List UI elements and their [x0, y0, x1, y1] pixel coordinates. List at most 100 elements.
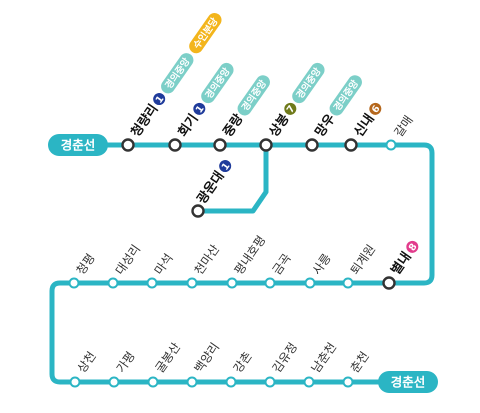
- station-label-group: 퇴계원: [348, 242, 378, 277]
- station-marker[interactable]: [108, 376, 120, 388]
- station-label-group: 평내호평: [232, 233, 269, 277]
- station-marker[interactable]: [382, 276, 396, 290]
- main-track: [49, 142, 435, 385]
- station-label-group: 신내6: [351, 101, 383, 140]
- station-marker[interactable]: [186, 376, 198, 388]
- station-marker[interactable]: [69, 376, 81, 388]
- transfer-badge-gyeongui: 경의중앙: [237, 75, 270, 116]
- line-badge-right: 경춘선: [378, 371, 438, 393]
- station-marker[interactable]: [121, 138, 135, 152]
- station-name: 김유정: [270, 340, 300, 375]
- transfer-line-1-label: 1: [154, 94, 167, 106]
- line-badge-left: 경춘선: [48, 134, 108, 156]
- station-label-group: 상천: [74, 349, 99, 376]
- station-label-group: 굴봉산: [153, 340, 183, 375]
- station-marker[interactable]: [342, 277, 354, 289]
- station-marker[interactable]: [342, 376, 354, 388]
- station-label-group: 남춘천: [308, 340, 339, 376]
- transfer-line-1-label: 1: [194, 104, 207, 116]
- station-marker[interactable]: [226, 277, 238, 289]
- branch-track: [195, 142, 269, 214]
- station-name: 사릉: [310, 251, 334, 277]
- transfer-badge-6: 6: [368, 101, 383, 116]
- station-marker[interactable]: [385, 139, 397, 151]
- station-name: 청평: [74, 251, 98, 277]
- station-label-group: 김유정: [270, 340, 300, 375]
- transfer-badge-gyeongui: 경의중앙: [201, 62, 234, 104]
- track-layer: [49, 142, 435, 385]
- station-marker[interactable]: [186, 277, 198, 289]
- station-label-group: 가평: [114, 349, 138, 375]
- station-name: 퇴계원: [348, 242, 378, 277]
- station-label-group: 마석: [152, 251, 176, 277]
- line-badge-right-label: 경춘선: [391, 375, 426, 390]
- transfer-badge-gyeongui: 경의중앙: [292, 62, 325, 104]
- transfer-badge-1: 1: [192, 101, 207, 116]
- station-marker[interactable]: [264, 376, 276, 388]
- station-label-group: 갈매: [392, 113, 416, 139]
- station-name: 가평: [114, 349, 138, 375]
- station-name: 평내호평: [232, 233, 269, 277]
- line-badge-left-label: 경춘선: [61, 138, 96, 153]
- station-name: 상봉: [267, 112, 293, 140]
- transfer-badge-suin: 수인분당: [189, 12, 222, 54]
- station-label-group: 춘천: [347, 349, 372, 376]
- station-label-group: 천마산: [191, 242, 222, 278]
- station-namchuncheon[interactable]: 남춘천: [303, 340, 340, 388]
- station-marker[interactable]: [213, 138, 227, 152]
- station-name: 춘천: [347, 349, 372, 376]
- station-marker[interactable]: [303, 376, 315, 388]
- station-label-group: 강촌: [231, 349, 255, 375]
- station-label-group: 금곡: [270, 251, 294, 277]
- station-name: 천마산: [191, 242, 222, 278]
- station-name: 강촌: [231, 349, 255, 375]
- station-marker[interactable]: [305, 138, 319, 152]
- station-marker[interactable]: [107, 277, 119, 289]
- station-marker[interactable]: [344, 138, 358, 152]
- station-name: 망우: [312, 111, 339, 140]
- station-name: 마석: [152, 251, 176, 277]
- station-label-group: 청평: [74, 251, 98, 277]
- station-name: 중랑: [221, 112, 247, 140]
- transfer-line-1-label: 1: [220, 161, 233, 173]
- station-name: 금곡: [270, 251, 294, 277]
- transfer-badge-1: 1: [218, 159, 233, 174]
- station-label-group: 별내8: [388, 239, 420, 278]
- station-marker[interactable]: [259, 138, 273, 152]
- station-marker[interactable]: [68, 277, 80, 289]
- station-layer: 청량리1경의중앙수인분당회기1경의중앙중랑경의중앙상봉7경의중앙망우경의중앙신내…: [68, 10, 420, 388]
- station-marker[interactable]: [225, 376, 237, 388]
- station-name: 백양리: [192, 340, 222, 375]
- station-marker[interactable]: [191, 204, 205, 218]
- station-pyeongnae[interactable]: 평내호평: [226, 233, 269, 289]
- station-label-group: 대성리: [113, 242, 143, 277]
- transfer-badge-gyeongui: 경의중앙: [161, 53, 194, 94]
- station-label-group: 사릉: [310, 251, 334, 277]
- transfer-badge-gyeongui: 경의중앙: [329, 75, 362, 116]
- transfer-badge-1: 1: [152, 92, 167, 107]
- transfer-line-7-label: 7: [285, 104, 298, 116]
- station-name: 광운대: [195, 169, 228, 207]
- transfer-badge-8: 8: [405, 239, 420, 254]
- station-name: 대성리: [113, 242, 143, 277]
- station-marker[interactable]: [168, 138, 182, 152]
- station-marker[interactable]: [147, 376, 159, 388]
- station-name: 상천: [74, 349, 99, 376]
- station-name: 굴봉산: [153, 340, 183, 375]
- station-marker[interactable]: [146, 277, 158, 289]
- station-name: 갈매: [392, 113, 416, 139]
- transfer-badge-7: 7: [283, 101, 298, 116]
- station-label-group: 백양리: [192, 340, 222, 375]
- station-marker[interactable]: [264, 277, 276, 289]
- station-name: 남춘천: [308, 340, 339, 376]
- station-marker[interactable]: [304, 277, 316, 289]
- station-name: 청량리: [128, 101, 162, 140]
